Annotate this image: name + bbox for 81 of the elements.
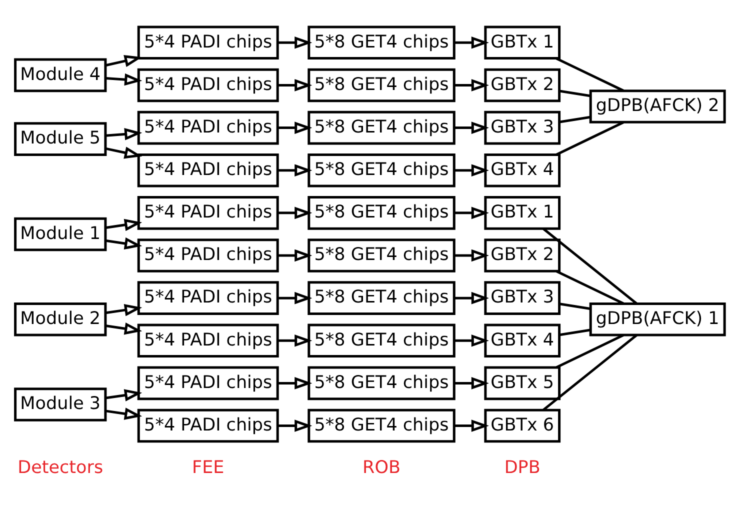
node-box: GBTx 3 xyxy=(484,281,561,315)
node-box: 5*8 GET4 chips xyxy=(308,110,456,145)
node-box: 5*4 PADI chips xyxy=(137,281,279,315)
arrow xyxy=(105,408,142,420)
label: Detectors xyxy=(18,458,104,478)
arrow xyxy=(278,36,312,49)
arrow xyxy=(105,389,142,402)
node-box: 5*8 GET4 chips xyxy=(308,408,456,443)
connector xyxy=(556,270,624,305)
node-box: 5*4 PADI chips xyxy=(137,153,279,188)
arrow xyxy=(105,304,142,316)
connector xyxy=(559,328,590,336)
arrow xyxy=(278,292,312,304)
node-box: Module 4 xyxy=(14,58,107,92)
node-box: GBTx 4 xyxy=(484,153,561,188)
arrow xyxy=(454,420,489,432)
node-box: 5*8 GET4 chips xyxy=(308,26,456,60)
node-box: GBTx 3 xyxy=(484,110,561,145)
node-box: 5*8 GET4 chips xyxy=(308,68,456,102)
node-box: 5*8 GET4 chips xyxy=(308,324,456,358)
arrow xyxy=(454,164,489,177)
arrow xyxy=(278,206,312,220)
arrow xyxy=(454,206,489,220)
arrow xyxy=(454,249,489,262)
node-box: GBTx 2 xyxy=(484,68,561,102)
node-box: 5*4 PADI chips xyxy=(137,408,279,443)
arrow xyxy=(278,377,312,390)
label: ROB xyxy=(362,458,401,478)
connector xyxy=(542,334,638,412)
arrow xyxy=(454,36,489,49)
arrow xyxy=(105,146,142,159)
connector xyxy=(556,57,624,92)
node-box: 5*4 PADI chips xyxy=(137,110,279,145)
node-box: Module 1 xyxy=(14,217,107,252)
arrow xyxy=(278,334,312,347)
node-box: 5*8 GET4 chips xyxy=(308,281,456,315)
node-box: 5*4 PADI chips xyxy=(137,324,279,358)
node-box: GBTx 1 xyxy=(484,196,561,230)
arrow xyxy=(278,249,312,262)
node-box: 5*4 PADI chips xyxy=(137,366,279,400)
connector xyxy=(559,90,590,98)
connector xyxy=(556,334,624,369)
node-box: GBTx 6 xyxy=(484,408,561,443)
node-box: 5*8 GET4 chips xyxy=(308,153,456,188)
node-box: GBTx 5 xyxy=(484,366,561,400)
node-box: 5*8 GET4 chips xyxy=(308,196,456,230)
arrow xyxy=(105,322,142,335)
node-box: Module 5 xyxy=(14,122,107,156)
node-box: Module 3 xyxy=(14,388,107,422)
node-box: gDPB(AFCK) 2 xyxy=(589,90,726,124)
arrow xyxy=(278,122,312,134)
node-box: GBTx 1 xyxy=(484,26,561,60)
node-box: 5*4 PADI chips xyxy=(137,196,279,230)
arrow xyxy=(105,237,142,250)
connector xyxy=(542,228,638,305)
arrow xyxy=(278,420,312,432)
arrow xyxy=(454,334,489,347)
label: DPB xyxy=(504,458,540,478)
connector xyxy=(559,116,590,124)
arrow xyxy=(105,218,142,232)
node-box: 5*4 PADI chips xyxy=(137,68,279,102)
node-box: 5*8 GET4 chips xyxy=(308,366,456,400)
node-box: GBTx 4 xyxy=(484,324,561,358)
arrow xyxy=(454,122,489,134)
arrow xyxy=(106,73,142,86)
node-box: GBTx 2 xyxy=(484,238,561,272)
node-box: Module 2 xyxy=(14,302,107,336)
arrow xyxy=(278,79,312,92)
node-box: 5*8 GET4 chips xyxy=(308,238,456,272)
arrow xyxy=(105,55,142,68)
node-box: 5*4 PADI chips xyxy=(137,26,279,60)
node-box: 5*4 PADI chips xyxy=(137,238,279,272)
arrow xyxy=(454,292,489,304)
arrow xyxy=(454,79,489,92)
arrow xyxy=(454,377,489,390)
arrow xyxy=(278,164,312,177)
node-box: gDPB(AFCK) 1 xyxy=(589,302,726,336)
arrow xyxy=(106,128,142,140)
connector xyxy=(556,121,624,156)
label: FEE xyxy=(192,458,224,478)
connector xyxy=(559,302,590,310)
